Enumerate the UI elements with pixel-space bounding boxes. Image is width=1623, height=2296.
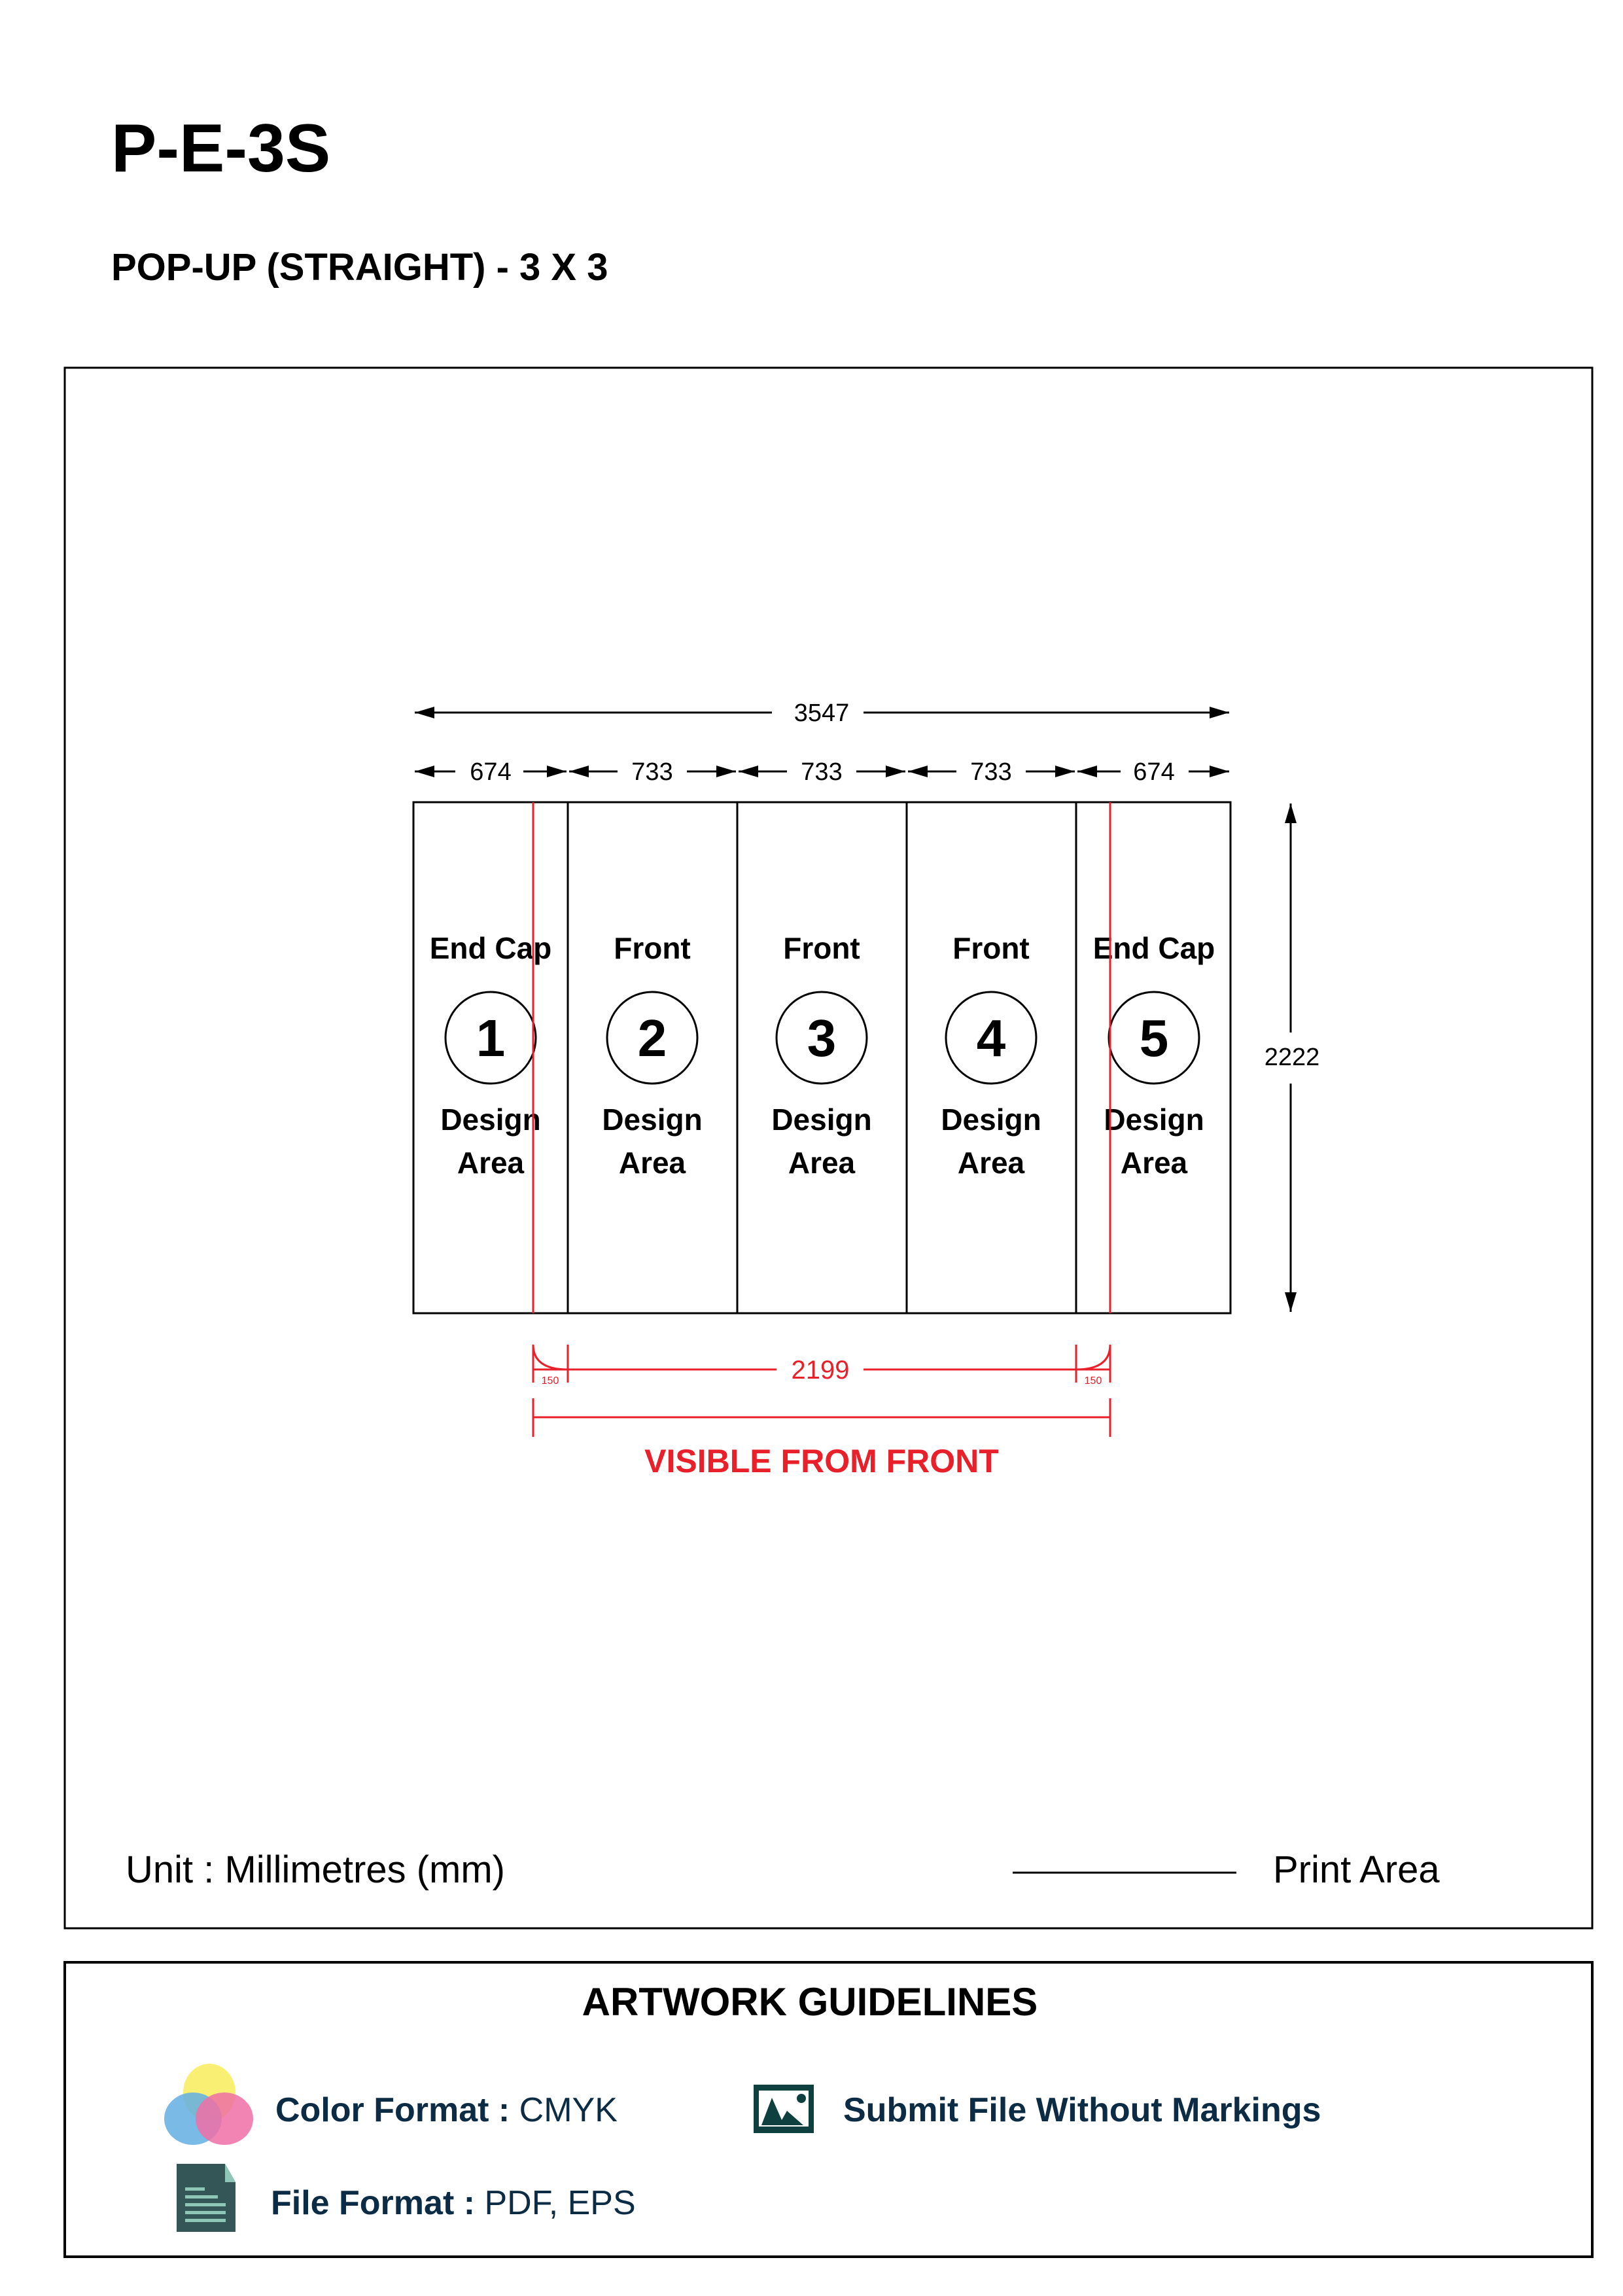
total-width-dimension: 3547 (415, 699, 1229, 727)
return-right-value: 150 (1085, 1375, 1102, 1386)
panel-label: Front (783, 931, 860, 965)
height-value: 2222 (1265, 1044, 1320, 1071)
guidelines-title: ARTWORK GUIDELINES (582, 1980, 1038, 2024)
unit-label: Unit : Millimetres (mm) (126, 1848, 505, 1891)
height-dimension: 2222 (1265, 804, 1320, 1312)
file-format-label: File Format : (271, 2184, 475, 2222)
segment-width-1: 674 (470, 758, 511, 786)
panel-area-line1: Design (440, 1103, 540, 1137)
panel-3: Front 3 Design Area (771, 931, 871, 1180)
visible-width-dimension (532, 1344, 1111, 1437)
panel-number: 3 (807, 1009, 837, 1067)
segment-width-dimensions: 674 733 733 733 674 (415, 758, 1229, 786)
color-format-label: Color Format : (275, 2091, 510, 2129)
product-subtitle: POP-UP (STRAIGHT) - 3 X 3 (111, 246, 608, 289)
segment-dim-1: 674 (415, 758, 567, 786)
panel-area-line1: Design (941, 1103, 1041, 1137)
svg-text:Color Format : CMYK: Color Format : CMYK (275, 2091, 618, 2129)
panel-number: 5 (1140, 1009, 1169, 1067)
panel-4: Front 4 Design Area (941, 931, 1041, 1180)
panel-number-circle (775, 991, 868, 1085)
visible-width-value: 2199 (792, 1356, 850, 1385)
product-code: P-E-3S (111, 111, 330, 186)
print-area-legend-label: Print Area (1273, 1848, 1440, 1891)
panel-number-circle (945, 991, 1038, 1085)
panel-label: Front (614, 931, 691, 965)
panel-area-line2: Area (619, 1146, 686, 1180)
panel-area-line1: Design (1104, 1103, 1204, 1137)
panel-2: Front 2 Design Area (602, 931, 702, 1180)
document-icon (177, 2164, 236, 2232)
panel-label: Front (952, 931, 1030, 965)
panel-number: 1 (476, 1009, 506, 1067)
segment-dim-5: 674 (1077, 758, 1229, 786)
image-icon (754, 2085, 814, 2133)
panel-number-circle (1108, 991, 1200, 1085)
file-format-value: PDF, EPS (475, 2184, 636, 2222)
submit-without-markings: Submit File Without Markings (843, 2091, 1321, 2129)
guidelines-box (63, 1961, 1594, 2258)
panel-area-line1: Design (602, 1103, 702, 1137)
segment-width-4: 733 (970, 758, 1011, 786)
return-left-value: 150 (542, 1375, 559, 1386)
panel-number-circle (606, 991, 699, 1085)
segment-width-5: 674 (1133, 758, 1174, 786)
panel-5: End Cap 5 Design Area (1093, 931, 1215, 1180)
panel-label: End Cap (1093, 931, 1215, 965)
panel-diagram: End Cap 1 Design Area Front 2 Design Are… (412, 801, 1232, 1315)
segment-dim-3: 733 (739, 758, 905, 786)
segment-width-3: 733 (801, 758, 842, 786)
segment-width-2: 733 (631, 758, 672, 786)
panel-area-line2: Area (958, 1146, 1025, 1180)
panel-label: End Cap (430, 931, 552, 965)
print-frame (63, 366, 1594, 1930)
panel-number-circle (444, 991, 537, 1085)
segment-dim-4: 733 (908, 758, 1075, 786)
panel-1: End Cap 1 Design Area (430, 931, 552, 1180)
panel-area-line2: Area (788, 1146, 856, 1180)
panel-number: 4 (977, 1009, 1006, 1067)
panel-number: 2 (638, 1009, 667, 1067)
panel-area-line2: Area (1121, 1146, 1188, 1180)
panel-area-line2: Area (457, 1146, 525, 1180)
visible-from-front-label: VISIBLE FROM FRONT (644, 1443, 999, 1479)
segment-dim-2: 733 (569, 758, 736, 786)
svg-text:File Format : PDF, EPS: File Format : PDF, EPS (271, 2184, 636, 2222)
cmyk-icon (164, 2064, 253, 2145)
color-format-value: CMYK (510, 2091, 618, 2129)
panel-area-line1: Design (771, 1103, 871, 1137)
total-width-value: 3547 (794, 699, 850, 727)
